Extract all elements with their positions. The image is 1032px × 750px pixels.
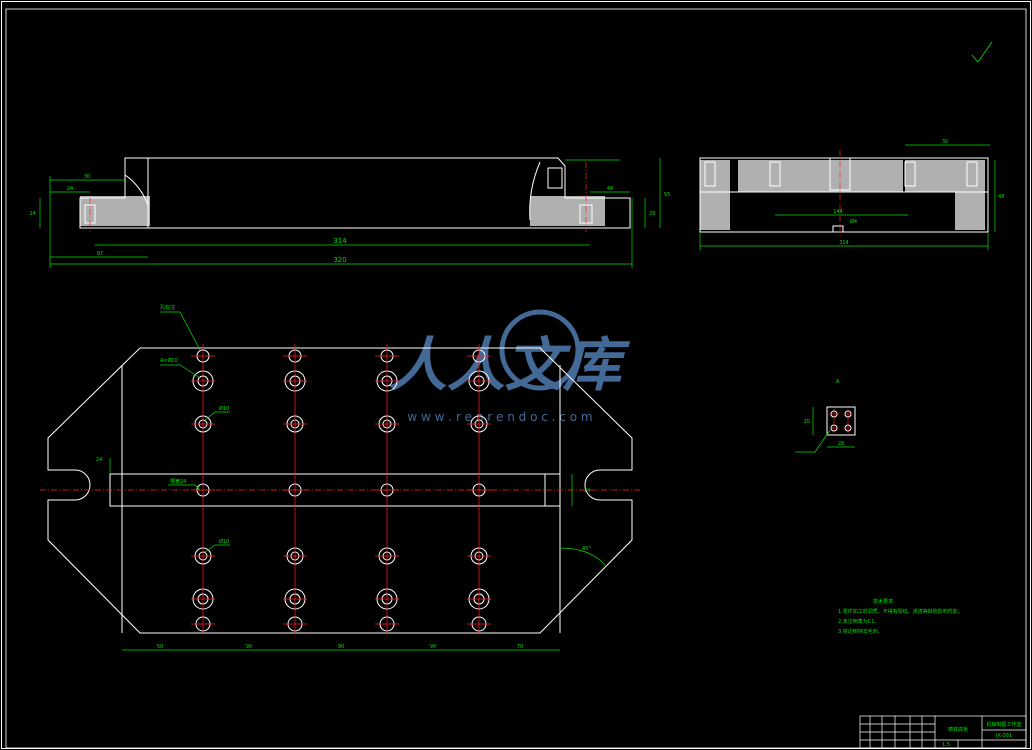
inner-frame — [5, 8, 1027, 749]
front-centerlines — [89, 162, 587, 232]
title-company: 机械制图工作室 — [986, 721, 1021, 728]
centermark-col-2 — [283, 344, 307, 634]
detail-dims — [795, 407, 855, 453]
leader-hole-c — [204, 544, 230, 553]
plan-callout-hole-a: 4×Ø10 — [160, 357, 178, 364]
side-dim-total: 314 — [839, 240, 849, 246]
plan-callout-hole-b: Ø10 — [219, 405, 229, 412]
detail-centermarks — [829, 409, 853, 433]
side-dims — [699, 144, 996, 250]
front-right-fillet — [529, 161, 541, 221]
tech-note-2: 2.未注倒角为C1。 — [838, 618, 879, 625]
detail-dim-w-text: 28 — [838, 441, 844, 447]
roughness-mark — [971, 41, 993, 63]
front-dim-ra: 48 — [607, 186, 613, 192]
side-center-key — [832, 225, 844, 233]
side-slot-right — [966, 161, 978, 187]
plan-bottom-dim-4: 90 — [430, 644, 436, 650]
title-part-name: 铸铁底板 — [948, 726, 968, 733]
front-outline — [79, 157, 631, 229]
front-left-section — [80, 196, 150, 226]
title-drawing-no: JX-001 — [995, 733, 1012, 739]
plan-callout-top-left: 孔标注 — [160, 304, 175, 311]
detail-view — [826, 406, 856, 436]
front-left-fillet — [124, 174, 149, 206]
front-dim-la: 30 — [84, 174, 90, 180]
plan-bottom-dim-2: 90 — [246, 644, 252, 650]
side-slot-left — [704, 161, 716, 187]
centermark-col-1 — [191, 344, 215, 634]
title-scale: 1:5 — [942, 742, 950, 748]
front-dims — [39, 158, 661, 268]
plan-leaders — [109, 311, 606, 651]
front-right-section — [530, 196, 605, 226]
plan-callout-slot: 槽宽24 — [170, 478, 186, 485]
detail-leader — [795, 429, 831, 453]
plan-dim-right-edge: 24 — [584, 488, 590, 494]
leader-top-left — [160, 311, 201, 351]
watermark-logo-ring — [499, 309, 581, 391]
front-dim-rh1: 55 — [664, 192, 670, 198]
plan-bottom-dims: 50 90 90 90 70 — [157, 644, 523, 650]
side-dim-rh: 48 — [998, 194, 1004, 200]
detail-label: A — [836, 379, 840, 385]
leader-slot — [168, 484, 201, 491]
front-dim-span: 314 — [333, 237, 347, 245]
side-view — [699, 157, 989, 233]
detail-centermark — [829, 409, 853, 433]
centermark-col-3 — [375, 344, 399, 634]
tech-note-3: 3.锐边倒钝去毛刺。 — [838, 628, 883, 635]
front-dim-lb: 24 — [67, 186, 73, 192]
hole-row-5 — [192, 588, 490, 610]
leader-hole-b — [204, 411, 230, 421]
hole-row-6 — [195, 616, 487, 632]
plan-outline — [47, 347, 633, 634]
front-dim-rh2: 29 — [649, 211, 655, 217]
side-slot-mid1 — [769, 161, 781, 187]
front-dim-lh: 24 — [30, 211, 36, 217]
plan-angle-arc — [559, 547, 606, 566]
tech-notes-title: 技术要求 — [873, 598, 893, 605]
watermark-brand: 人人文库 — [389, 331, 631, 399]
tech-note-1: 1.零件加工前调质，不得有裂纹、夹渣等缺陷影响性能。 — [838, 608, 963, 615]
detail-dim-h-text: 20 — [804, 419, 810, 425]
side-dim-inner: 144 — [833, 209, 843, 215]
watermark-url: w w w . r e n r e n d o c . c o m — [407, 410, 592, 424]
centermark-col-4 — [467, 344, 491, 634]
hole-row-4 — [194, 547, 488, 565]
leader-hole-a — [160, 364, 201, 379]
plan-dim-left-edge: 24 — [96, 457, 102, 463]
plan-bottom-dim-5: 70 — [517, 644, 523, 650]
side-dim-top: 30 — [942, 139, 948, 145]
plan-bottom-dim-1: 50 — [157, 644, 163, 650]
side-dim-center: Ø4 — [850, 218, 857, 225]
plan-callout-hole-c: Ø10 — [219, 538, 229, 545]
detail-outline — [826, 406, 856, 436]
plan-dim-angle: 45° — [582, 546, 591, 552]
front-right-pocket — [547, 167, 563, 189]
front-dim-offset: 97 — [97, 251, 103, 257]
watermark: 人人文库 w w w . r e n r e n d o c . c o m — [389, 309, 631, 424]
hole-centermarks — [191, 344, 491, 634]
front-dim-total: 320 — [333, 256, 346, 264]
roughness-symbol — [971, 41, 993, 63]
side-section-mid — [738, 160, 903, 192]
title-block — [859, 715, 1027, 749]
front-view — [79, 157, 631, 229]
side-section-rightwall — [955, 160, 985, 230]
plan-bottom-dim-3: 90 — [338, 644, 344, 650]
side-slot-mid2 — [904, 161, 916, 187]
